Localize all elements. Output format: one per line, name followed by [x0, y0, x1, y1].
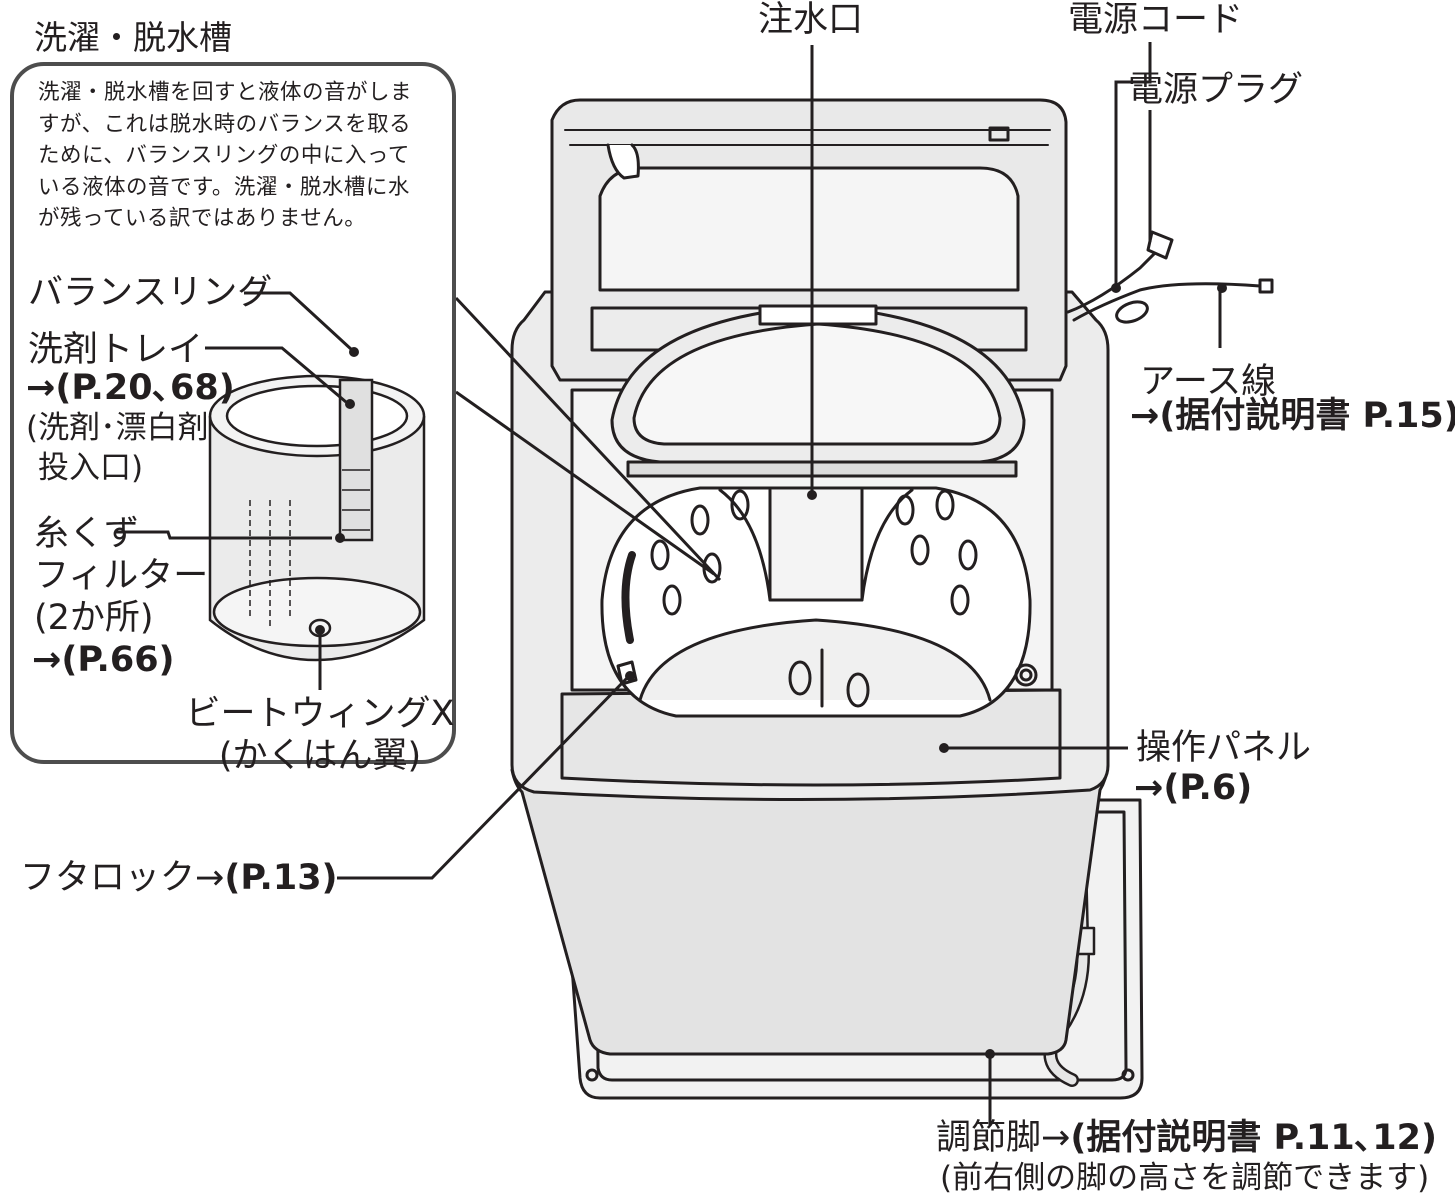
lid-lock-ref[interactable]: (P.13)	[224, 858, 338, 898]
balance-ring-label: バランスリング	[28, 273, 273, 313]
inner-lid	[590, 304, 1028, 478]
lid-lock-text: フタロック→	[20, 858, 225, 898]
earth-wire-ref[interactable]: →(据付説明書 P.15)	[1130, 396, 1455, 436]
adjust-leg-note: (前右側の脚の高さを調節できます)	[940, 1160, 1430, 1196]
callout-note: 洗濯・脱水槽を回すと液体の音がしますが、これは脱水時のバランスを取るために、バラ…	[38, 80, 413, 231]
adjust-leg-label: 調節脚→(据付説明書 P.11､12)	[936, 1118, 1437, 1158]
power-plug-label: 電源プラグ	[1128, 70, 1304, 110]
control-panel-ref[interactable]: →(P.6)	[1134, 768, 1253, 808]
earth-wire-label: アース線	[1140, 362, 1277, 402]
detergent-tray-note-2: 投入口)	[38, 450, 144, 486]
lint-filter-label-2: フィルター	[34, 556, 209, 596]
detergent-tray-note-1: (洗剤･漂白剤	[26, 410, 209, 446]
callout-title: 洗濯・脱水槽	[34, 18, 232, 57]
lint-filter-label-1: 糸くず	[34, 514, 140, 554]
pulsator-label: ビートウィングX	[185, 694, 455, 734]
adjust-leg-ref[interactable]: (据付説明書 P.11､12)	[1070, 1118, 1437, 1158]
adjust-leg-text: 調節脚→	[936, 1118, 1071, 1158]
pulsator-note: (かくはん翼)	[218, 736, 422, 776]
water-inlet-label: 注水口	[758, 0, 864, 40]
lint-filter-label-3: (2か所)	[34, 598, 154, 638]
detergent-tray-label: 洗剤トレイ	[28, 330, 204, 370]
callout-box	[10, 62, 456, 764]
detergent-tray-ref[interactable]: →(P.20､68)	[26, 368, 235, 408]
power-cord-label: 電源コード	[1068, 0, 1244, 40]
tub	[600, 486, 1038, 718]
leader-lines	[115, 42, 1222, 1126]
control-panel-label: 操作パネル	[1136, 728, 1312, 768]
lid-lock-label: フタロック→(P.13)	[20, 858, 338, 898]
lint-filter-ref[interactable]: →(P.66)	[32, 640, 175, 680]
power-cord-assembly	[1066, 230, 1274, 324]
leader-dots	[315, 283, 1227, 1059]
